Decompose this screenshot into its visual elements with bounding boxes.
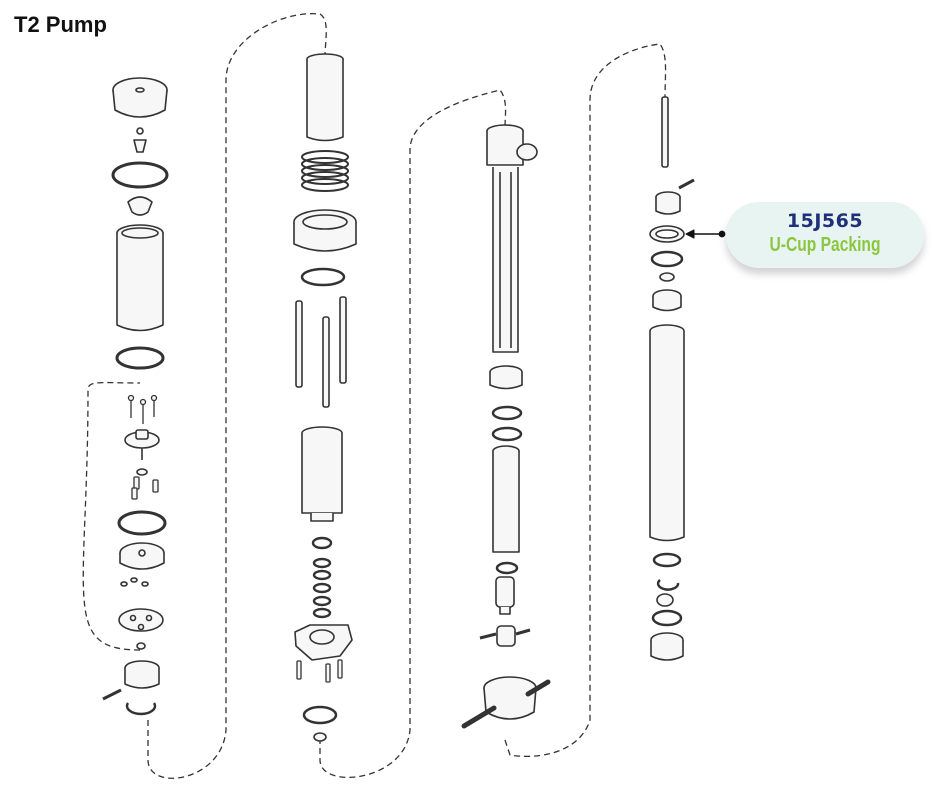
pins [131,476,159,500]
cage-part [301,426,343,522]
small-ring [141,581,149,587]
cap-part [112,77,168,118]
o-ring [652,552,682,568]
u-cup-packing-part [649,225,685,243]
o-ring [491,426,523,442]
small-ring [120,581,128,587]
spring-part [301,150,349,192]
snap-ring [125,702,157,716]
ball-check [133,139,147,153]
callout-part-name: U-Cup Packing [769,234,881,256]
column-2-parts [293,53,357,742]
clamp-assembly [461,676,551,729]
seat-part [127,196,153,216]
callout-part-number: 15J565 [786,210,864,232]
callout-arrow [685,229,726,239]
o-ring [300,267,346,287]
o-ring [651,609,683,627]
column-4-parts [649,96,695,661]
assembly-path-lines [82,13,667,779]
pump-base [294,624,353,661]
gland-nut [655,191,681,215]
o-ring [650,250,684,268]
o-ring [115,346,165,370]
outlet-head [486,124,538,166]
part-callout: 15J565 U-Cup Packing [726,202,924,268]
rod-collar [489,365,523,390]
tie-rods [295,296,347,408]
coupling [495,576,515,615]
check-valve-body [119,542,165,570]
intake-housing [650,632,684,661]
ball [656,593,674,607]
nut-part [293,209,357,252]
column-1-parts [102,77,169,716]
bolts [127,394,158,424]
o-ring [302,705,338,725]
rod-part [661,96,669,168]
housing-part [124,660,160,689]
piston-valve [652,289,682,312]
snap-ring [656,579,680,591]
displacement-rod [492,167,519,353]
small-ring [659,272,675,282]
small-ring [313,732,327,742]
o-ring [111,161,169,189]
valve-plate [124,429,160,460]
o-ring [117,510,167,536]
coupler-nut [479,625,531,647]
piston-sleeve [649,324,685,542]
small-ring [136,642,146,650]
small-ring [136,468,148,476]
pin [678,178,695,190]
small-ring [130,577,138,583]
o-ring [491,405,523,421]
lower-sleeve [492,445,520,553]
small-ring [136,127,144,135]
cylinder-part [116,224,164,332]
column-3-parts [461,124,551,729]
diagram-title: T2 Pump [14,12,107,37]
pin [102,688,122,701]
check-valve-plate [118,608,164,632]
sleeve-part [306,53,344,142]
base-pins [296,659,343,683]
ball-stack [311,536,333,619]
o-ring [495,561,519,575]
